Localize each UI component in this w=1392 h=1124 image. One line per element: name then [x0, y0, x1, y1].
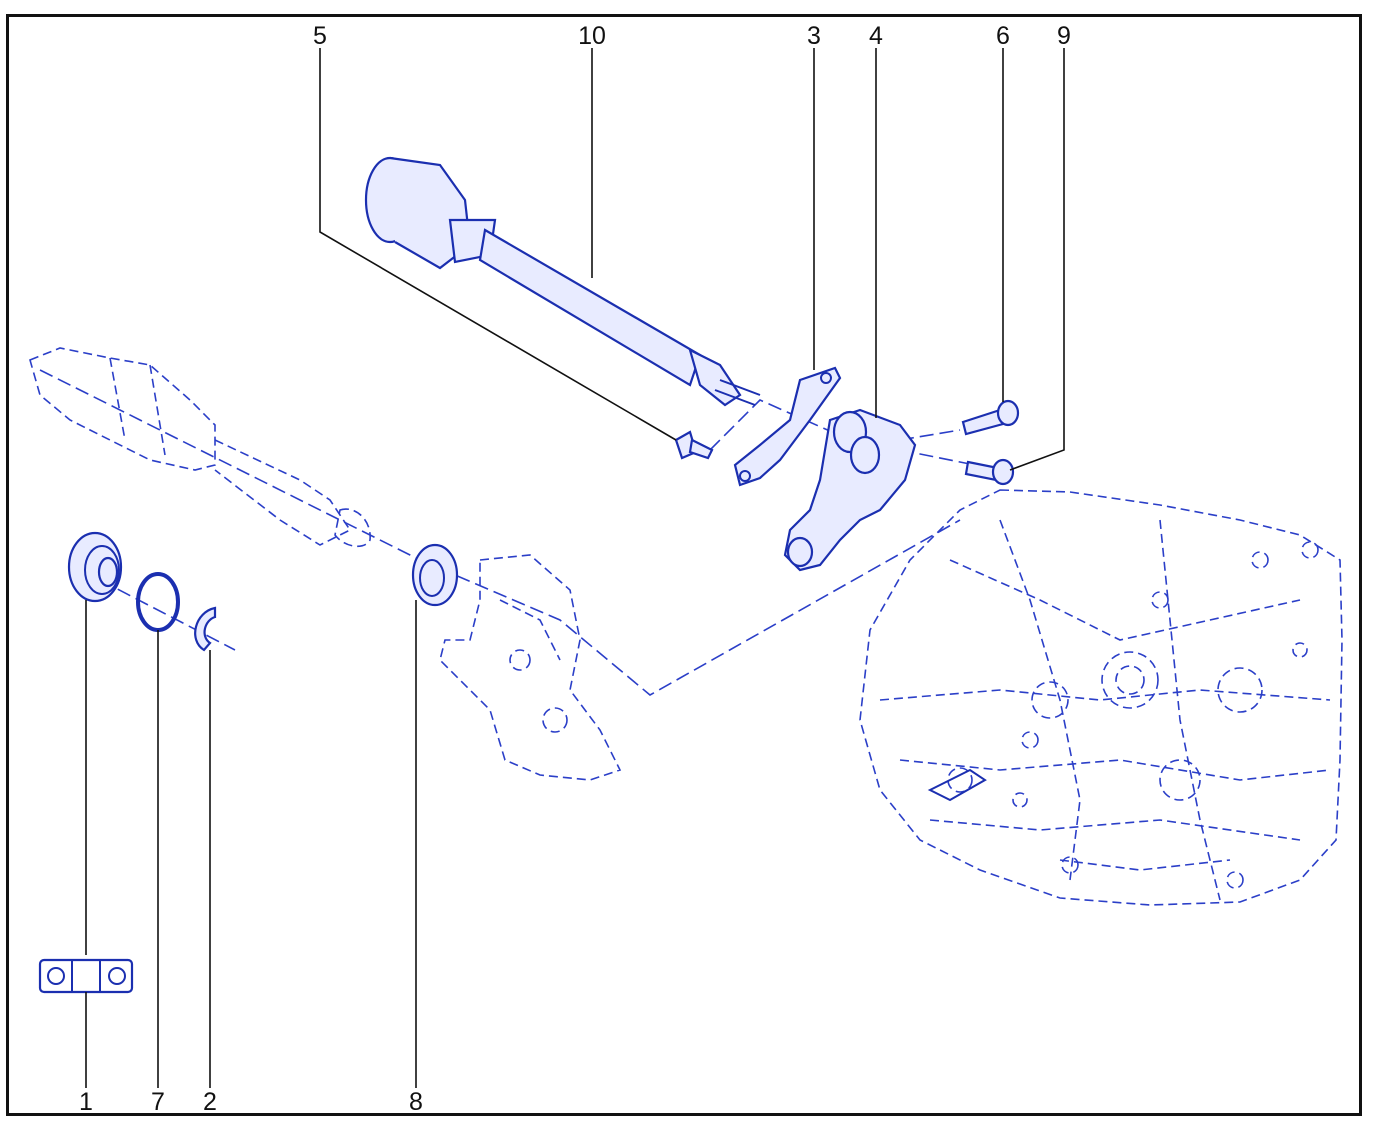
part-5-bolt — [674, 430, 714, 460]
callout-9: 9 — [1057, 22, 1071, 50]
part-3-gasket — [733, 366, 842, 487]
drive-shaft-ghost — [29, 347, 371, 548]
part-10-shaft — [364, 156, 761, 407]
transmission-housing-ghost — [859, 489, 1343, 906]
part-2-snap-ring — [194, 606, 217, 652]
part-6-bolt — [961, 399, 1020, 436]
leader-lines — [85, 48, 1065, 1088]
bearing-symbol — [38, 958, 134, 994]
callout-8: 8 — [409, 1088, 423, 1116]
callout-2: 2 — [203, 1088, 217, 1116]
part-1-bearing — [67, 531, 123, 603]
part-9-bolt — [964, 458, 1015, 486]
part-4-bracket — [783, 408, 917, 572]
bracket-ghost — [439, 554, 622, 781]
callout-5: 5 — [313, 22, 327, 50]
diagram-frame — [6, 14, 1362, 1116]
callout-6: 6 — [996, 22, 1010, 50]
callout-7: 7 — [151, 1088, 165, 1116]
callout-1: 1 — [79, 1088, 93, 1116]
part-8-seal — [411, 543, 459, 607]
callout-3: 3 — [807, 22, 821, 50]
callout-10: 10 — [578, 22, 606, 50]
callout-4: 4 — [869, 22, 883, 50]
